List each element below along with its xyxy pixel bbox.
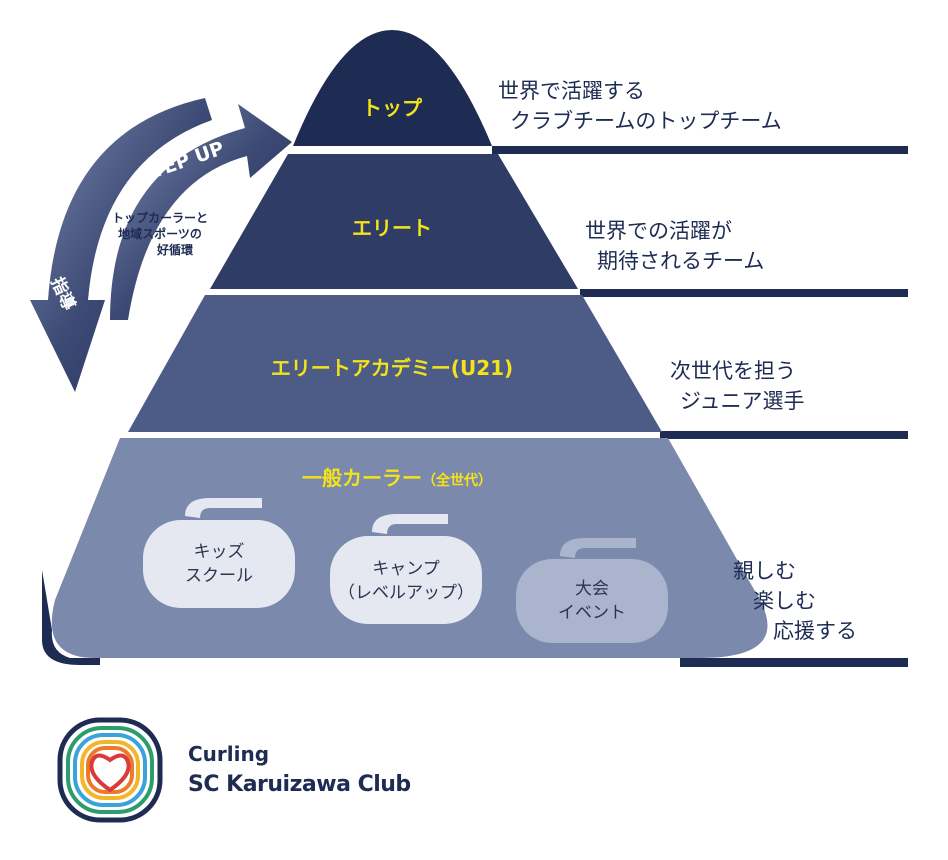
cycle-note-line-2: 地域スポーツの	[118, 227, 202, 241]
logo-line-2: SC Karuizawa Club	[188, 772, 411, 797]
tier4-desc-line-2: 楽しむ	[753, 589, 816, 613]
heart-icon	[89, 753, 131, 793]
stone-1	[143, 498, 295, 608]
tier4-description: 親しむ 楽しむ 応援する	[733, 556, 857, 646]
stone-1-text: キッズ スクール	[143, 540, 295, 588]
tier3-desc-line-2: ジュニア選手	[680, 389, 805, 413]
stone-2-line-1: キャンプ	[372, 559, 440, 579]
stone-1-line-1: キッズ	[193, 542, 245, 562]
step-up-arrow[interactable]	[110, 104, 292, 320]
rule-tier2	[580, 289, 908, 297]
tier3-shape	[128, 295, 662, 432]
rule-tier1	[492, 146, 908, 154]
tier3-description: 次世代を担う ジュニア選手	[670, 356, 805, 416]
tier1-desc-line-2: クラブチームのトップチーム	[510, 109, 782, 133]
tier2-desc-line-2: 期待されるチーム	[597, 249, 765, 273]
tier2-description: 世界での活躍が 期待されるチーム	[585, 216, 764, 276]
stone-2-line-2: （レベルアップ）	[338, 583, 474, 603]
tier4-label-main: 一般カーラー	[302, 466, 422, 490]
tier4-desc-line-1: 親しむ	[733, 559, 796, 583]
tier1-description: 世界で活躍する クラブチームのトップチーム	[498, 76, 782, 136]
cycle-note-line-3: 好循環	[156, 243, 193, 257]
stone-3-text: 大会 イベント	[516, 577, 668, 625]
tier4-desc-line-3: 応援する	[773, 619, 857, 643]
tier2-desc-line-1: 世界での活躍が	[585, 219, 732, 243]
stone-3	[516, 538, 668, 643]
stone-3-line-1: 大会	[575, 579, 609, 599]
stone-1-line-2: スクール	[185, 566, 253, 586]
tier2-label: エリート	[352, 216, 432, 240]
tier1-desc-line-1: 世界で活躍する	[498, 79, 645, 103]
club-logo-mark	[57, 717, 163, 823]
tier2-shape	[210, 154, 578, 289]
tier4-base-shadow	[42, 570, 100, 665]
rule-tier3	[660, 431, 908, 439]
stone-3-line-2: イベント	[558, 603, 626, 623]
rule-tier4	[680, 658, 908, 667]
cycle-note-line-1: トップカーラーと	[111, 211, 208, 225]
stone-2-text: キャンプ （レベルアップ）	[322, 557, 490, 605]
tier4-label: 一般カーラー（全世代）	[262, 462, 532, 491]
tier3-label: エリートアカデミー(U21)	[270, 356, 514, 380]
tier4-label-suffix: （全世代）	[422, 473, 492, 489]
cycle-note: トップカーラーと 地域スポーツの 好循環	[100, 210, 220, 258]
tier3-desc-line-1: 次世代を担う	[670, 359, 796, 383]
stone-2	[330, 514, 482, 624]
tier1-label: トップ	[362, 96, 422, 120]
logo-line-1: Curling	[188, 742, 270, 766]
guidance-arrow[interactable]	[30, 98, 212, 392]
tier1-shape	[293, 30, 492, 146]
